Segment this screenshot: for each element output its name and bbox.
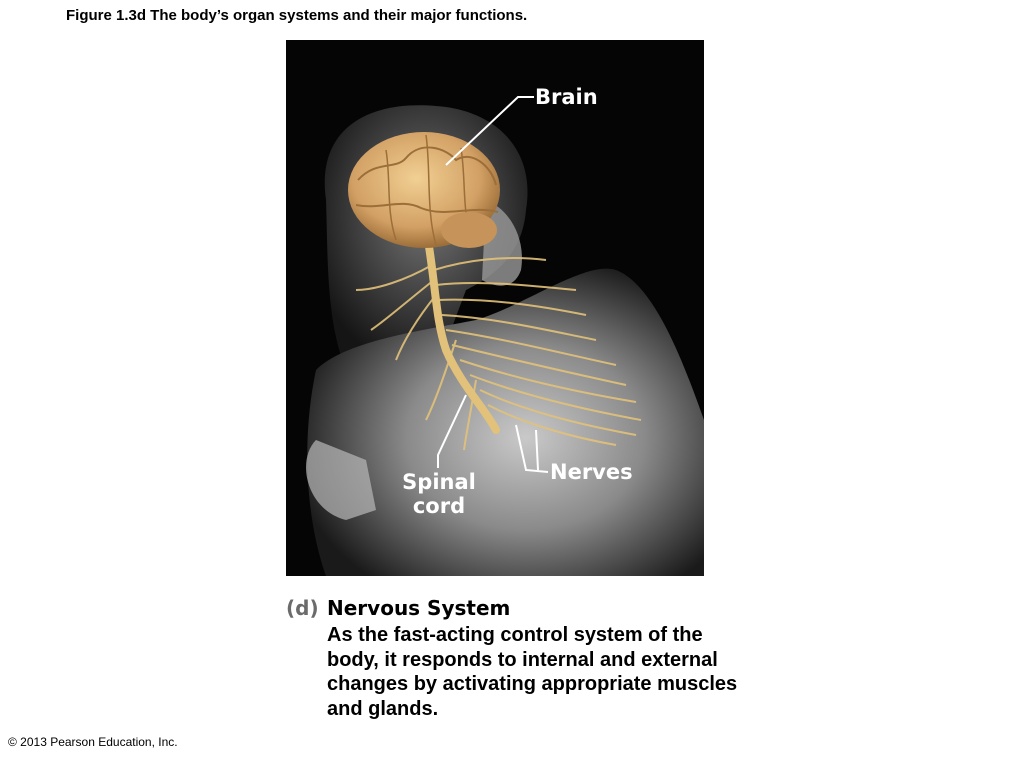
spinal-cord-label: Spinal cord [394, 470, 484, 518]
back-shape [307, 268, 704, 576]
arm-shape [306, 440, 376, 520]
spinal-cord-shape [424, 236, 500, 434]
brain-label: Brain [535, 85, 598, 109]
leader-lines [437, 96, 549, 473]
nerves-label: Nerves [550, 460, 633, 484]
spinal-cord-label-line2: cord [412, 494, 466, 518]
brain-shape [348, 132, 500, 248]
nerves-group [355, 257, 642, 451]
nervous-system-illustration [306, 96, 704, 576]
copyright-notice: © 2013 Pearson Education, Inc. [8, 735, 178, 749]
nervous-system-photo: Brain Nerves Spinal cord [286, 40, 704, 576]
caption-body: As the fast-acting control system of the… [327, 624, 738, 720]
figure-title: Figure 1.3d The body’s organ systems and… [66, 7, 528, 24]
caption-letter: (d) [286, 596, 319, 620]
caption-title: Nervous System [327, 596, 511, 620]
spinal-cord-label-line1: Spinal [402, 470, 476, 494]
